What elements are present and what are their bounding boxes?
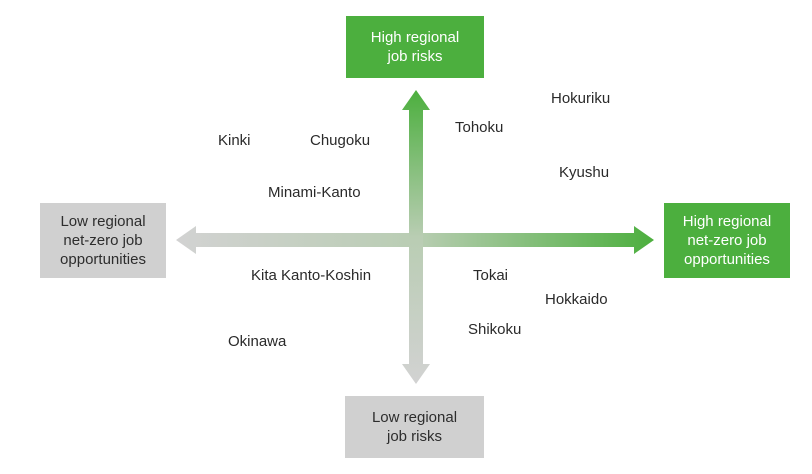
region-label-okinawa: Okinawa	[228, 333, 287, 350]
axis-label-line: job risks	[386, 428, 442, 445]
axis-label-line: net-zero job	[687, 232, 767, 249]
axis-label-line: High regional	[682, 213, 772, 230]
region-label-tokai: Tokai	[473, 267, 509, 284]
axis-label-line: net-zero job	[63, 232, 143, 249]
low-netzero-opportunities-box: Low regional net-zero job opportunities	[40, 203, 166, 278]
region-label-hokuriku: Hokuriku	[551, 90, 611, 107]
region-label-hokkaido: Hokkaido	[545, 291, 608, 308]
region-label-shikoku: Shikoku	[468, 321, 522, 338]
axis-label-line: Low regional	[371, 409, 458, 426]
region-label-kita-kanto-koshin: Kita Kanto-Koshin	[251, 267, 372, 284]
region-label-minami-kanto: Minami-Kanto	[268, 184, 361, 201]
axis-label-line: Low regional	[60, 213, 146, 230]
region-label-chugoku: Chugoku	[310, 132, 371, 149]
axis-label-line: opportunities	[684, 251, 770, 268]
region-label-tohoku: Tohoku	[455, 119, 504, 136]
axis-label-line: High regional	[370, 29, 460, 46]
high-netzero-opportunities-box: High regional net-zero job opportunities	[664, 203, 790, 278]
axis-label-line: opportunities	[60, 251, 146, 268]
vertical-axis-arrow	[402, 90, 430, 384]
high-job-risks-box: High regional job risks	[346, 16, 484, 78]
region-label-kyushu: Kyushu	[559, 164, 610, 181]
region-label-kinki: Kinki	[218, 132, 251, 149]
axis-label-line: job risks	[387, 48, 443, 65]
low-job-risks-box: Low regional job risks	[345, 396, 484, 458]
